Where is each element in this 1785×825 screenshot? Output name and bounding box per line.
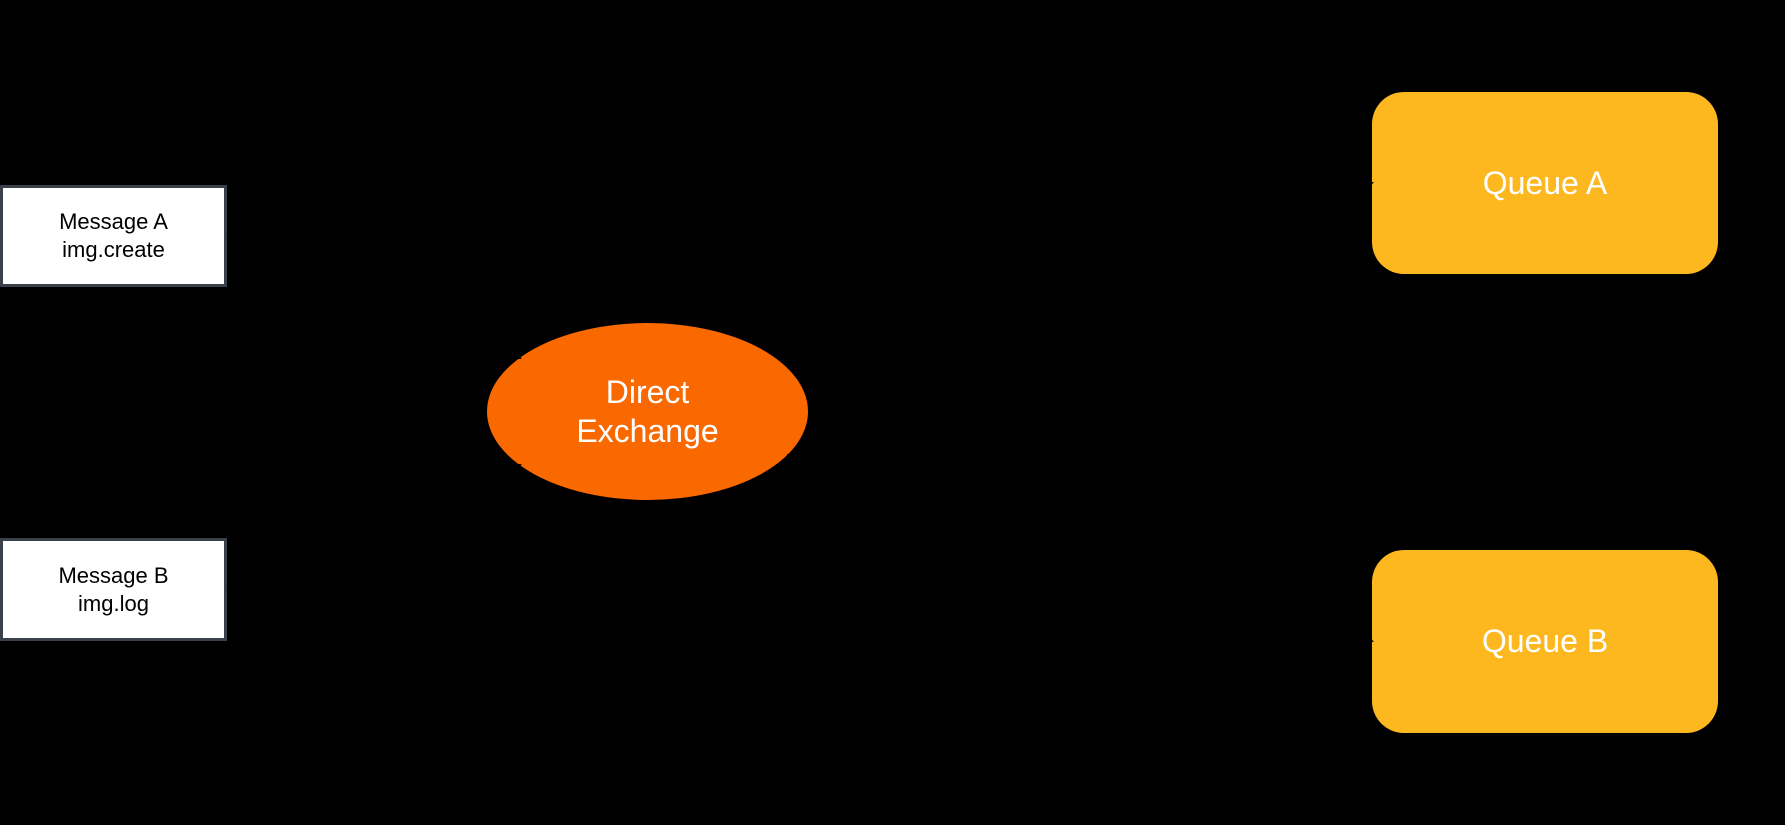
direct-exchange-node: Direct Exchange — [487, 323, 808, 500]
queue-a-node: Queue A — [1372, 92, 1718, 274]
message-a-node: Message A img.create — [0, 185, 227, 287]
connector-exchange-to-queue-b — [786, 453, 1374, 646]
connector-exchange-to-queue-a — [786, 178, 1374, 369]
exchange-label-line1: Direct — [605, 373, 690, 410]
connector-message-b-to-exchange — [226, 462, 522, 591]
message-a-title: Message A — [59, 209, 168, 234]
message-b-node: Message B img.log — [0, 538, 227, 641]
queue-a-label: Queue A — [1482, 164, 1608, 201]
message-b-routing-key: img.log — [78, 590, 149, 616]
exchange-label-line2: Exchange — [576, 412, 719, 449]
message-a-routing-key: img.create — [62, 237, 165, 262]
message-b-title: Message B — [58, 562, 169, 588]
queue-b-node: Queue B — [1372, 550, 1718, 733]
queue-b-label: Queue B — [1481, 623, 1609, 659]
connector-message-a-to-exchange — [226, 234, 522, 361]
